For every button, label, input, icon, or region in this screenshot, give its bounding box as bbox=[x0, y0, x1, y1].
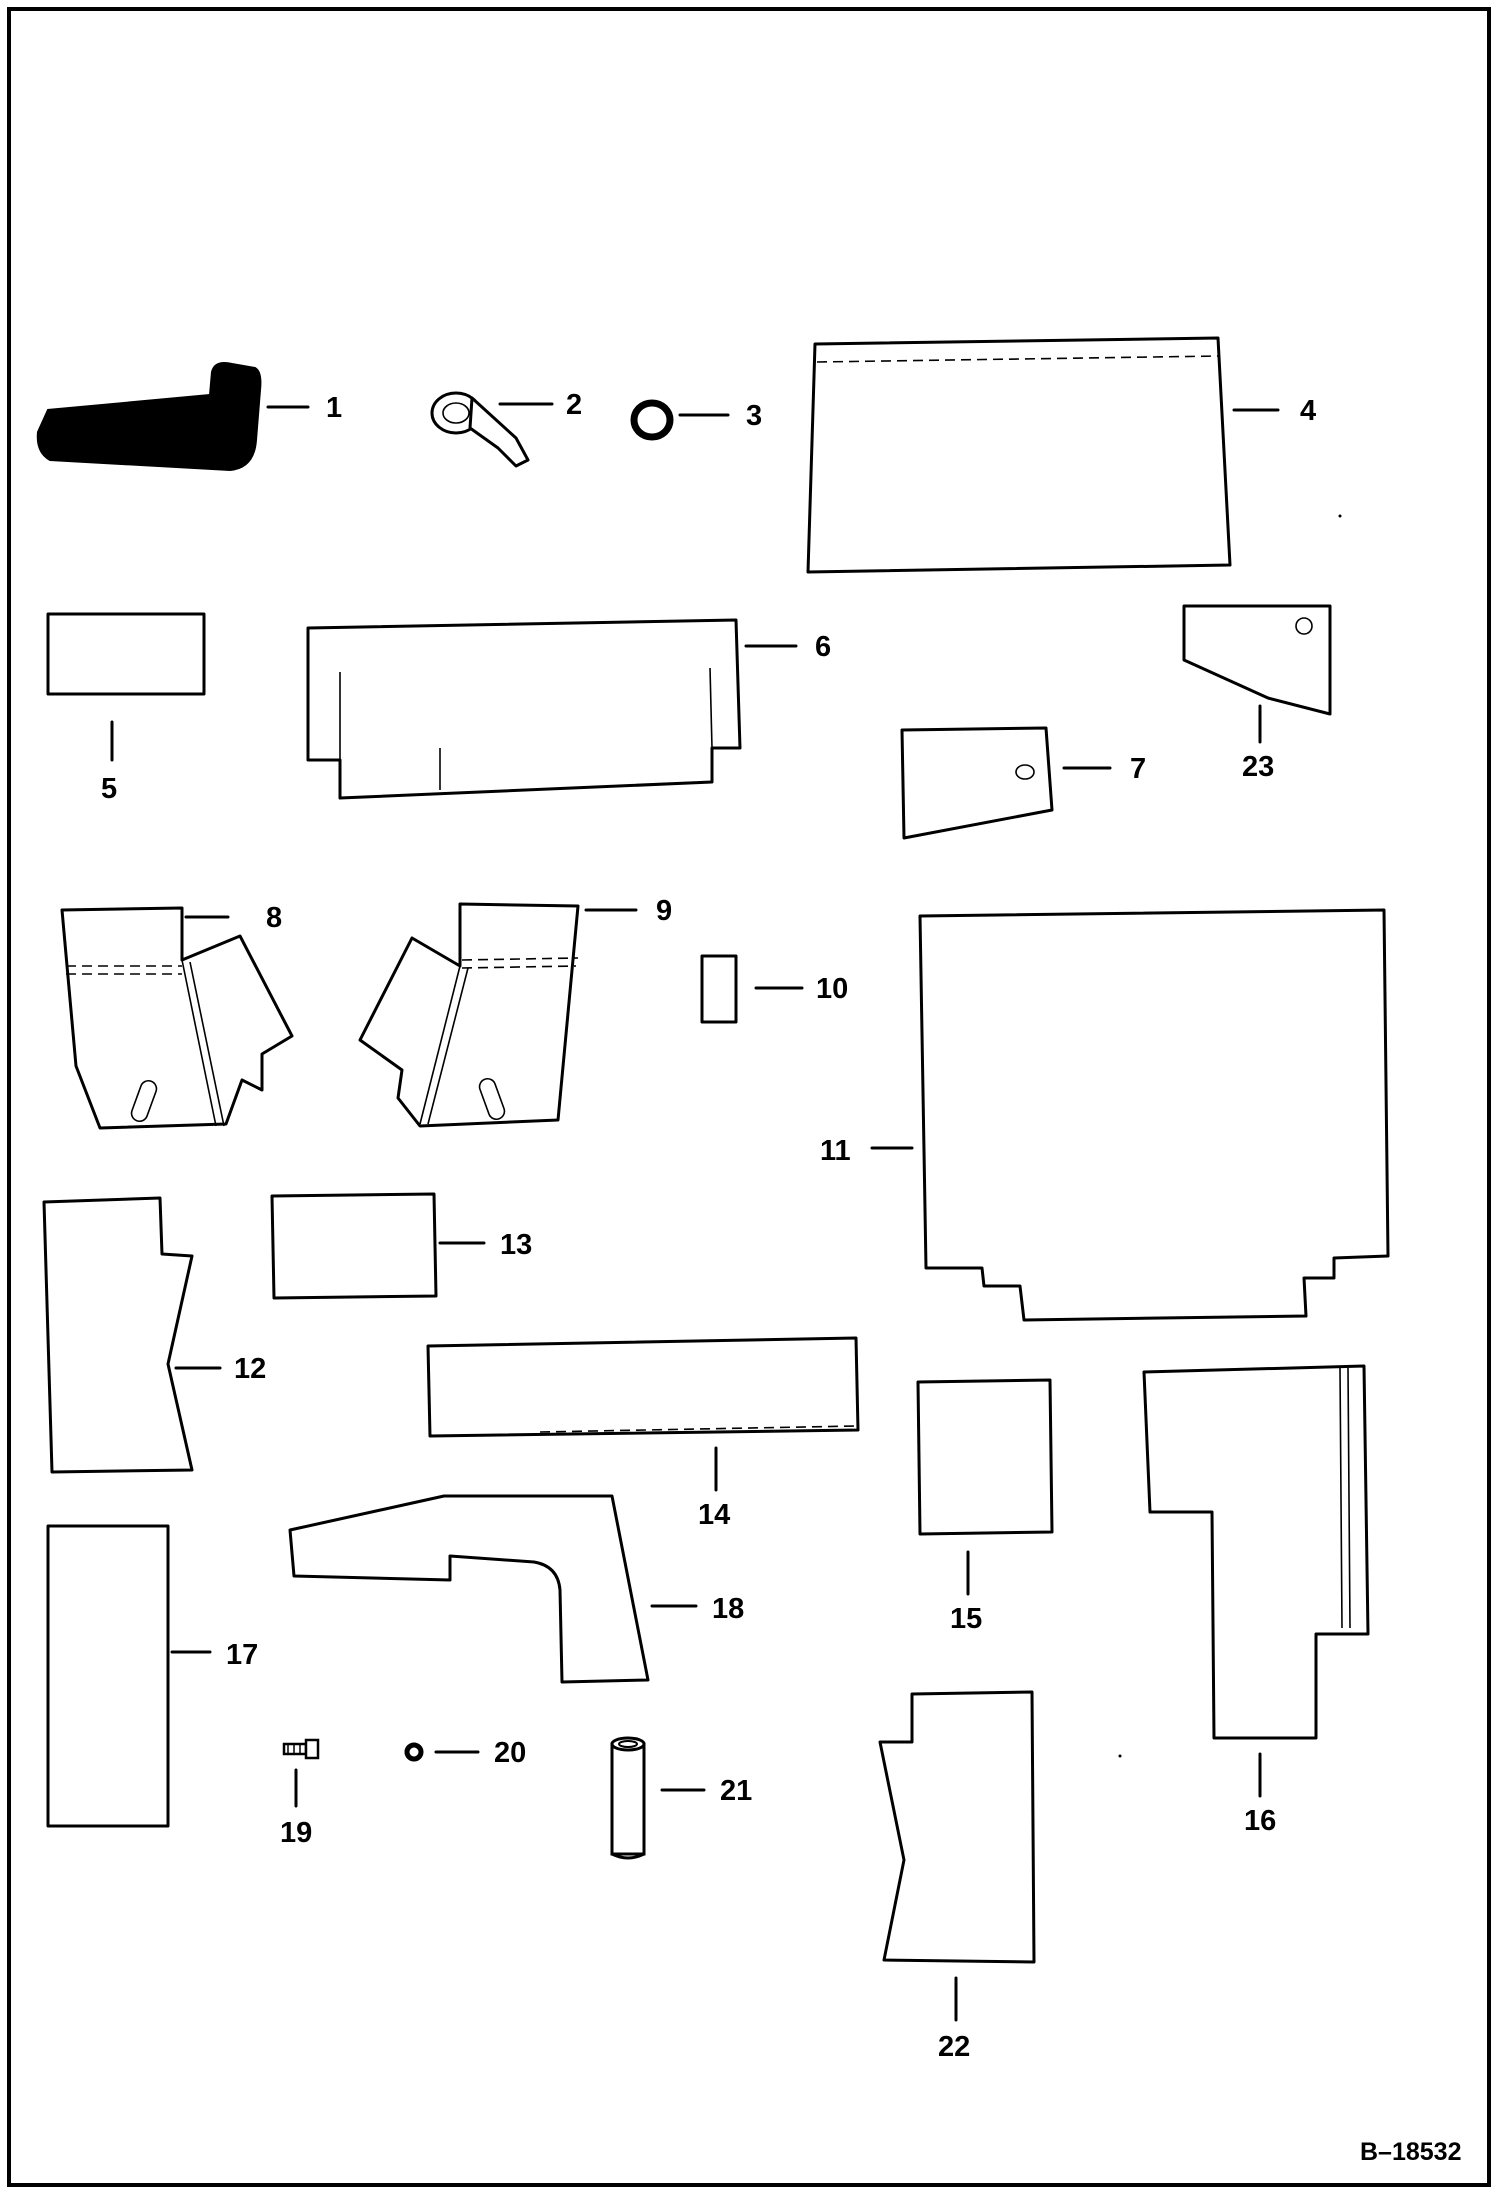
part-11-panel: 11 bbox=[820, 908, 1390, 1322]
part-4-panel: 4 bbox=[806, 336, 1316, 574]
panel-icon bbox=[916, 1378, 1054, 1536]
part-label-21: 21 bbox=[720, 1775, 752, 1807]
panel-icon bbox=[60, 906, 294, 1130]
part-label-8: 8 bbox=[266, 902, 282, 934]
part-label-3: 3 bbox=[746, 400, 762, 432]
part-6-panel: 6 bbox=[306, 618, 831, 800]
part-18-panel: 18 bbox=[288, 1494, 744, 1684]
part-label-1: 1 bbox=[326, 392, 342, 424]
part-10-pad: 10 bbox=[700, 954, 848, 1024]
panel-icon bbox=[270, 1192, 438, 1300]
page-border bbox=[7, 7, 1491, 2187]
part-20-nut: 20 bbox=[404, 1737, 526, 1769]
panel-icon bbox=[288, 1494, 650, 1684]
part-label-13: 13 bbox=[500, 1229, 532, 1261]
panel-icon bbox=[918, 908, 1390, 1322]
part-21-spacer: 21 bbox=[610, 1736, 752, 1860]
panel-icon bbox=[358, 902, 580, 1128]
part-5-panel: 5 bbox=[46, 612, 206, 805]
part-label-20: 20 bbox=[494, 1737, 526, 1769]
part-17-panel: 17 bbox=[46, 1524, 258, 1828]
bracket-icon bbox=[1182, 604, 1332, 716]
part-label-18: 18 bbox=[712, 1593, 744, 1625]
nut-icon bbox=[404, 1742, 424, 1762]
part-label-10: 10 bbox=[816, 973, 848, 1005]
pad-icon bbox=[700, 954, 738, 1024]
part-label-17: 17 bbox=[226, 1639, 258, 1671]
part-1-hose: 1 bbox=[36, 362, 342, 472]
document-number: B–18532 bbox=[1360, 2138, 1461, 2166]
part-14-panel: 14 bbox=[426, 1336, 860, 1531]
part-label-4: 4 bbox=[1300, 395, 1316, 427]
part-13-panel: 13 bbox=[270, 1192, 532, 1300]
part-19-bolt: 19 bbox=[280, 1738, 320, 1849]
panel-icon bbox=[46, 612, 206, 696]
panel-icon bbox=[42, 1196, 194, 1474]
part-12-panel: 12 bbox=[42, 1196, 266, 1474]
part-23-bracket: 23 bbox=[1182, 604, 1332, 783]
part-label-22: 22 bbox=[938, 2031, 970, 2063]
bolt-icon bbox=[282, 1738, 320, 1760]
panel-icon bbox=[426, 1336, 860, 1438]
part-label-7: 7 bbox=[1130, 753, 1146, 785]
hose-icon bbox=[36, 362, 262, 472]
part-8-panel: 8 bbox=[60, 902, 294, 1130]
part-label-11: 11 bbox=[820, 1135, 851, 1167]
part-label-5: 5 bbox=[101, 773, 117, 805]
panel-icon bbox=[306, 618, 742, 800]
part-label-6: 6 bbox=[815, 631, 831, 663]
part-label-9: 9 bbox=[656, 895, 672, 927]
part-label-12: 12 bbox=[234, 1353, 266, 1385]
panel-icon bbox=[46, 1524, 170, 1828]
part-3-grommet: 3 bbox=[630, 399, 762, 441]
panel-icon bbox=[806, 336, 1232, 574]
part-label-14: 14 bbox=[698, 1499, 730, 1531]
part-label-15: 15 bbox=[950, 1603, 982, 1635]
panel-icon bbox=[878, 1690, 1036, 1964]
part-15-panel: 15 bbox=[916, 1378, 1054, 1635]
part-7-bracket: 7 bbox=[900, 726, 1146, 840]
grommet-icon bbox=[630, 399, 674, 441]
bracket-icon bbox=[900, 726, 1054, 840]
part-label-16: 16 bbox=[1244, 1805, 1276, 1837]
part-9-panel: 9 bbox=[358, 895, 672, 1128]
part-22-panel: 22 bbox=[878, 1690, 1036, 2063]
speck bbox=[1338, 514, 1342, 518]
part-label-23: 23 bbox=[1242, 751, 1274, 783]
part-label-19: 19 bbox=[280, 1817, 312, 1849]
part-16-panel: 16 bbox=[1142, 1364, 1370, 1837]
part-2-clamp-bracket: 2 bbox=[430, 389, 582, 468]
speck bbox=[1118, 1754, 1122, 1758]
panel-icon bbox=[1142, 1364, 1370, 1740]
part-label-2: 2 bbox=[566, 389, 582, 421]
spacer-icon bbox=[610, 1736, 646, 1860]
